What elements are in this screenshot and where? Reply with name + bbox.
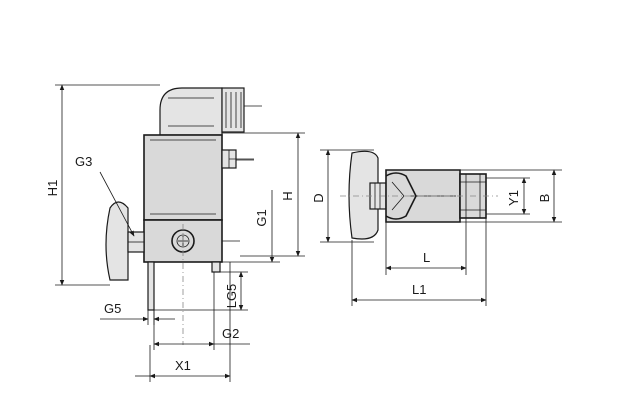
- label-b: B: [537, 194, 552, 203]
- dimension-g1: G1: [222, 190, 280, 263]
- knob-disc: [348, 150, 387, 240]
- label-g1: G1: [254, 209, 269, 226]
- dimension-g2: G2: [153, 272, 250, 350]
- label-l: L: [423, 250, 430, 265]
- label-x1: X1: [175, 358, 191, 373]
- valve-block: [143, 219, 240, 263]
- dimension-h: H: [222, 132, 305, 257]
- connector-plug: [159, 87, 262, 136]
- dimension-b: B: [460, 169, 562, 223]
- dimension-g3: G3: [75, 154, 135, 237]
- dimension-h1: H1: [45, 84, 160, 286]
- dimension-l1: L1: [351, 218, 487, 306]
- side-view: [340, 150, 498, 240]
- label-d: D: [311, 193, 326, 202]
- solenoid-body: [143, 134, 254, 221]
- label-g5: G5: [104, 301, 121, 316]
- label-y1: Y1: [506, 190, 521, 206]
- label-h: H: [280, 191, 295, 200]
- dimension-lg5: LG5: [154, 271, 248, 311]
- dimension-y1: Y1: [486, 177, 530, 215]
- dimension-d: D: [311, 149, 374, 243]
- label-g3: G3: [75, 154, 92, 169]
- dimension-l: L: [385, 218, 467, 275]
- dimension-x1: X1: [135, 262, 231, 382]
- label-g2: G2: [222, 326, 239, 341]
- label-l1: L1: [412, 282, 426, 297]
- label-h1: H1: [45, 180, 60, 197]
- dimension-g5: G5: [100, 300, 175, 325]
- label-lg5: LG5: [224, 284, 239, 309]
- front-view: [105, 87, 262, 345]
- mounting-pins: [147, 261, 221, 311]
- manual-override-knob: [105, 201, 145, 281]
